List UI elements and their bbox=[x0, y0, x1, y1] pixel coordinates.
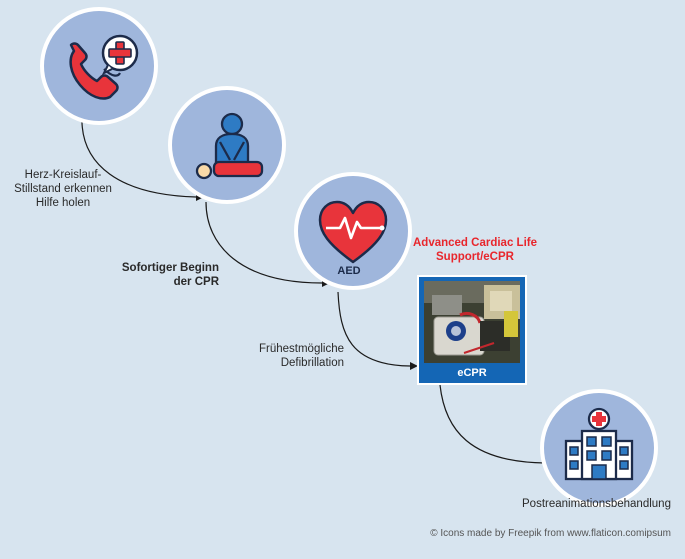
step-post-label: Postreanimationsbehandlung bbox=[522, 498, 671, 510]
label-line: Defibrillation bbox=[280, 357, 344, 369]
connector-aed-to-ecpr bbox=[337, 291, 411, 367]
icon-credit: © Icons made by Freepik from www.flatico… bbox=[430, 528, 671, 539]
connector-cpr-to-aed bbox=[205, 201, 323, 284]
step-aed-label: Frühestmögliche Defibrillation bbox=[240, 342, 344, 370]
step-cpr-circle bbox=[168, 86, 286, 204]
connector-recognize-to-cpr bbox=[81, 115, 197, 198]
acls-title-line: Advanced Cardiac Life bbox=[413, 237, 537, 249]
step-cpr-label: Sofortiger Beginn der CPR bbox=[108, 261, 219, 289]
step-recognize-label: Herz-Kreislauf- Stillstand erkennen Hilf… bbox=[4, 168, 122, 210]
phone-call-medical-icon bbox=[69, 34, 139, 100]
label-line: Frühestmögliche bbox=[258, 343, 344, 355]
label-line: Herz-Kreislauf- bbox=[24, 169, 102, 181]
acls-title-line: Support/eCPR bbox=[436, 251, 514, 263]
label-line: Stillstand erkennen bbox=[14, 183, 112, 195]
aed-icon-label: AED bbox=[337, 265, 361, 277]
label-line: der CPR bbox=[173, 276, 219, 288]
step-recognize-circle bbox=[40, 7, 158, 125]
step-aed-circle bbox=[294, 172, 412, 290]
heart-pulse-icon bbox=[318, 200, 388, 264]
ecpr-machine-photo bbox=[424, 281, 520, 363]
arrowhead bbox=[410, 362, 418, 370]
connector-ecpr-to-hospital bbox=[439, 384, 546, 464]
cpr-chest-compression-icon bbox=[195, 112, 264, 180]
label-line: Sofortiger Beginn bbox=[121, 262, 219, 274]
step-post-circle bbox=[540, 389, 658, 507]
acls-title: Advanced Cardiac Life Support/eCPR bbox=[400, 236, 550, 264]
hospital-icon bbox=[564, 407, 634, 481]
label-line: Hilfe holen bbox=[35, 197, 91, 209]
ecpr-image-card: eCPR bbox=[417, 275, 527, 385]
ecpr-caption: eCPR bbox=[457, 367, 487, 379]
